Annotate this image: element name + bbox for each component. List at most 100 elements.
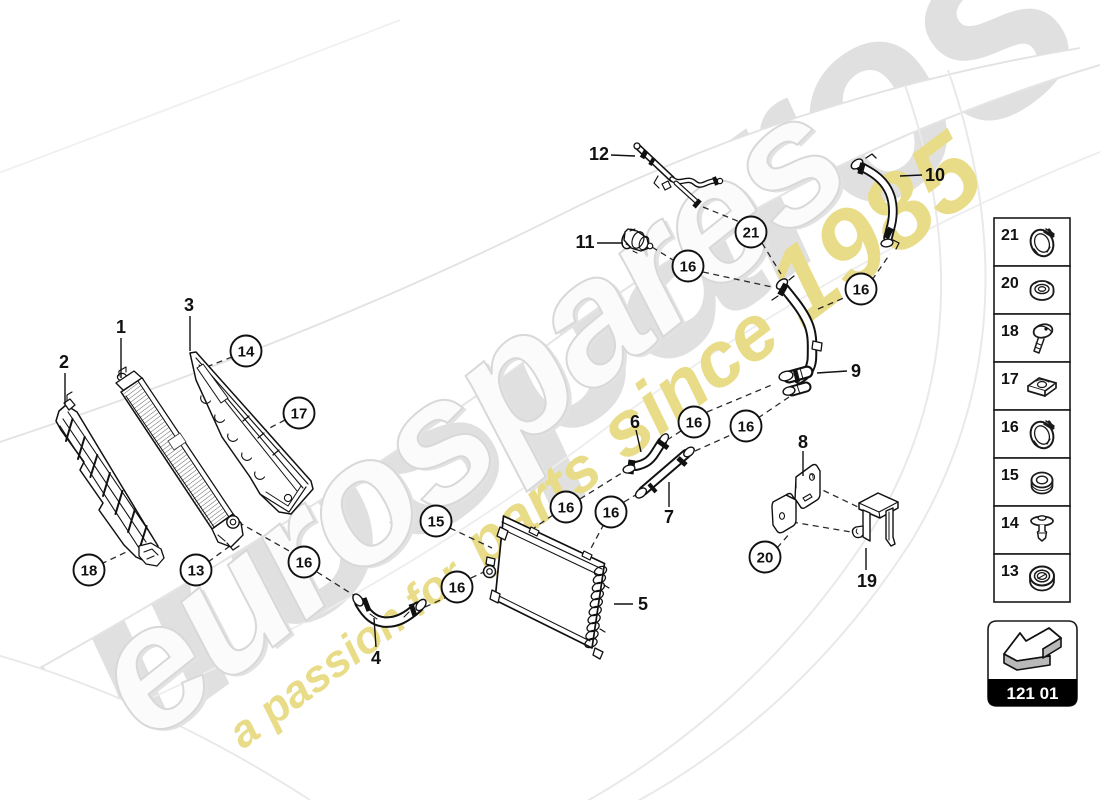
part-19-retainer-bracket [851,492,899,547]
hose-clamp-icon [1029,420,1055,450]
sidebar-item-18[interactable]: 18 [993,313,1071,363]
balloon-circle[interactable] [229,334,263,368]
part-9-hose [771,275,823,397]
pan-head-screw-icon [1032,323,1054,354]
balloon-circle[interactable] [677,405,711,439]
balloon-circle[interactable] [282,396,316,430]
balloon-circle[interactable] [440,570,474,604]
assembly-dash-line [424,597,446,608]
part-label-8: 8 [798,432,808,452]
balloon-16b[interactable]: 16 [440,570,474,604]
balloon-circle[interactable] [419,504,453,538]
svg-text:18[interactable]: 18 [81,563,98,580]
balloon-16h[interactable]: 16 [844,272,878,306]
balloon-18[interactable]: 18 [72,553,106,587]
balloon-16f[interactable]: 16 [729,409,763,443]
assembly-dash-line [757,394,793,419]
part-label-5: 5 [638,594,648,614]
balloon-circle[interactable] [734,215,768,249]
balloon-16g[interactable]: 16 [671,249,705,283]
svg-text:16[interactable]: 16 [449,580,466,597]
svg-text:20[interactable]: 20 [757,550,774,567]
svg-text:16: 16 [1001,419,1019,436]
assembly-dash-line [579,470,626,500]
svg-text:16[interactable]: 16 [686,415,703,432]
balloon-16e[interactable]: 16 [677,405,711,439]
part-label-2: 2 [59,352,69,372]
sidebar-item-15[interactable]: 15 [993,457,1071,507]
assembly-dash-line [813,485,859,508]
svg-text:16[interactable]: 16 [558,500,575,517]
sidebar-item-14[interactable]: 14 [993,505,1071,555]
part-label-4: 4 [371,648,381,668]
assembly-dash-line [316,571,356,597]
svg-text:15[interactable]: 15 [428,514,445,531]
balloon-circle[interactable] [594,495,628,529]
expander-rivet-icon [1030,515,1054,542]
svg-text:17: 17 [1001,371,1019,388]
hose-clamp-icon [1029,228,1055,258]
watermark-swoosh [0,19,1100,800]
balloon-circle[interactable] [844,272,878,306]
sidebar-item-box[interactable] [993,505,1071,555]
svg-text:14: 14 [1001,515,1019,532]
page-ref-code[interactable]: 121 01 [1007,684,1059,703]
balloon-16d[interactable]: 16 [594,495,628,529]
assembly-dash-line [702,271,773,288]
balloon-13[interactable]: 13 [179,553,213,587]
svg-text:16[interactable]: 16 [853,282,870,299]
svg-text:14[interactable]: 14 [238,344,255,361]
part-5-radiator [482,515,610,660]
svg-text:16[interactable]: 16 [296,555,313,572]
svg-text:16[interactable]: 16 [603,505,620,522]
balloon-21[interactable]: 21 [734,215,768,249]
balloon-circle[interactable] [179,553,213,587]
sidebar-item-21[interactable]: 21 [993,217,1071,267]
assembly-dash-line [666,430,682,441]
sidebar-item-20[interactable]: 20 [993,265,1071,315]
page-ref-box[interactable]: 121 01 [987,620,1078,707]
balloon-16c[interactable]: 16 [549,490,583,524]
part-3-fan-shroud [189,351,314,515]
fastener-sidebar: 21 20 18 [993,217,1071,603]
balloon-circle[interactable] [671,249,705,283]
sidebar-item-16[interactable]: 16 [993,409,1071,459]
svg-text:20: 20 [1001,275,1019,292]
balloon-17[interactable]: 17 [282,396,316,430]
balloon-circle[interactable] [549,490,583,524]
assembly-dash-line [651,246,674,261]
balloon-14[interactable]: 14 [229,334,263,368]
part-label-12: 12 [589,144,609,164]
balloon-20[interactable]: 20 [748,540,782,574]
balloon-16a[interactable]: 16 [287,545,321,579]
svg-text:16[interactable]: 16 [680,259,697,276]
balloon-circle[interactable] [748,540,782,574]
part-label-10: 10 [925,165,945,185]
balloon-circle[interactable] [729,409,763,443]
balloon-15[interactable]: 15 [419,504,453,538]
svg-text:21[interactable]: 21 [743,225,760,242]
sidebar-item-17[interactable]: 17 [993,361,1071,411]
svg-text:21: 21 [1001,227,1019,244]
sidebar-item-13[interactable]: 13 [993,553,1071,603]
leader-line [610,154,636,157]
assembly-dash-line [702,206,741,223]
part-7-pipe [634,446,695,499]
svg-text:17[interactable]: 17 [291,406,308,423]
part-10-hose [850,153,900,250]
part-11-valve [621,228,654,254]
balloon-circle[interactable] [287,545,321,579]
part-12-pipe-assembly [633,142,724,209]
sidebar-item-box[interactable] [993,265,1071,315]
balloon-circle[interactable] [72,553,106,587]
svg-text:16[interactable]: 16 [738,419,755,436]
clip-nut-icon [1027,377,1057,397]
assembly-dash-line [449,527,493,549]
part-label-19: 19 [857,571,877,591]
part-label-3: 3 [184,295,194,315]
svg-text:13[interactable]: 13 [188,563,205,580]
leader-line [373,617,377,648]
leader-line [816,370,848,374]
